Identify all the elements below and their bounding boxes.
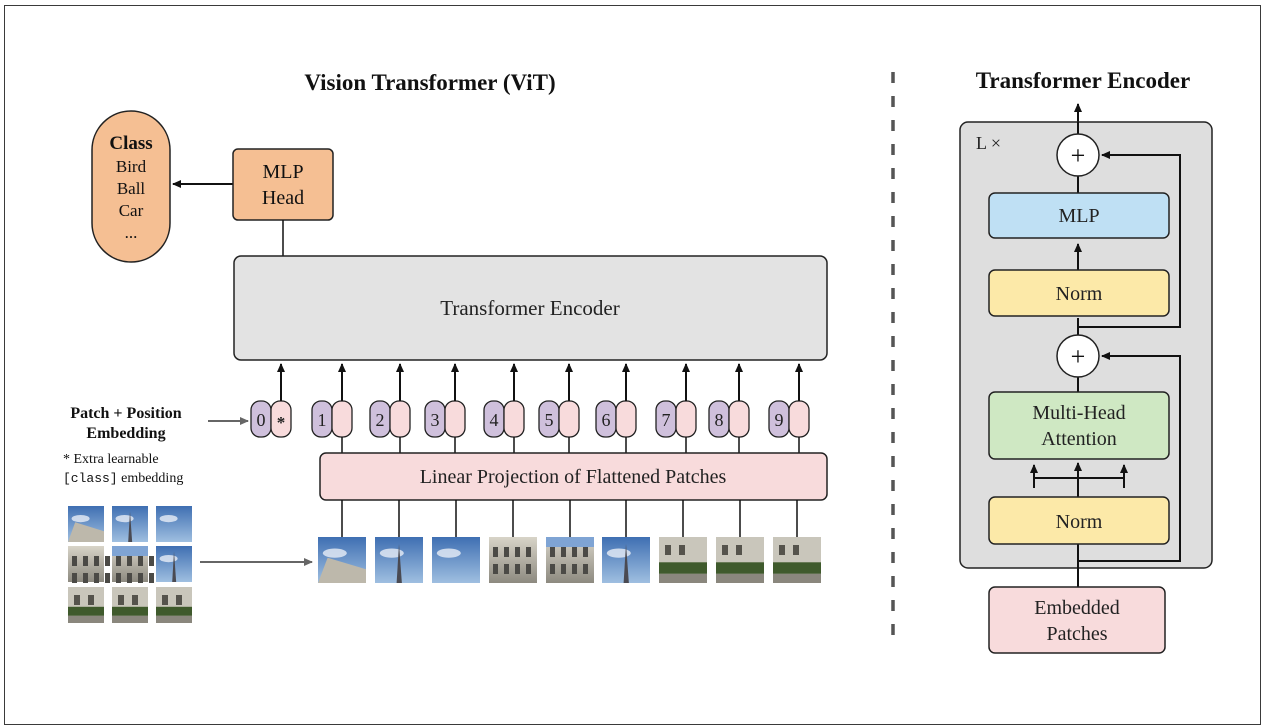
norm-block-top: Norm <box>988 269 1170 317</box>
flattened-patch-image <box>318 537 366 583</box>
token-index: 4 <box>490 410 499 430</box>
flattened-patch-row <box>318 500 821 583</box>
patch-embedding <box>444 400 466 438</box>
embedding-token: 7 <box>655 363 697 453</box>
class-item: Bird <box>116 157 147 176</box>
token-index: 7 <box>662 410 671 430</box>
norm-block-bottom: Norm <box>988 496 1170 545</box>
patch-embedding <box>728 400 750 438</box>
embedding-token: 3 <box>424 363 466 453</box>
embedding-token: 0* <box>250 363 292 438</box>
class-item: Car <box>119 201 144 220</box>
patch-embedding <box>331 400 353 438</box>
projection-label: Linear Projection of Flattened Patches <box>420 466 727 488</box>
token-index: 3 <box>431 410 440 430</box>
extra-note-rest: embedding <box>118 471 184 486</box>
residual-add-lower: + <box>1056 334 1100 378</box>
class-item: Ball <box>117 179 146 198</box>
source-image-tile <box>112 587 148 623</box>
residual-connection-lower <box>1078 352 1181 562</box>
embedded-patches-box: Embedded Patches <box>988 586 1166 654</box>
mlp-head-line1: MLP <box>262 161 303 183</box>
flattened-patch-image <box>602 537 650 583</box>
embedded-line2: Patches <box>1046 623 1107 645</box>
extra-note-line2: [class] embedding <box>63 471 183 486</box>
attention-block: Multi-Head Attention <box>988 391 1170 460</box>
embedding-token: 6 <box>595 363 637 453</box>
encoder-detail-title: Transformer Encoder <box>976 68 1190 93</box>
embedding-token: 5 <box>538 363 580 453</box>
token-index: 1 <box>318 410 327 430</box>
source-image-tile <box>68 546 110 583</box>
source-image-tile <box>112 506 148 542</box>
flattened-patch-image <box>659 537 707 583</box>
norm-bottom-label: Norm <box>1056 511 1103 533</box>
embedding-label-line2: Embedding <box>86 425 165 442</box>
transformer-encoder-box: Transformer Encoder <box>233 255 828 361</box>
class-code: [class] <box>63 471 118 486</box>
embedding-label-line1: Patch + Position <box>70 405 181 422</box>
patch-embedding <box>503 400 525 438</box>
flattened-patch-image <box>375 537 423 583</box>
class-output-box: Class Bird Ball Car ... <box>91 110 171 263</box>
plus-icon: + <box>1071 141 1086 170</box>
class-item: ... <box>125 223 138 242</box>
token-index: 2 <box>376 410 385 430</box>
token-index: 8 <box>715 410 724 430</box>
flattened-patch-image <box>546 537 594 583</box>
token-index: 6 <box>602 410 611 430</box>
source-image-tile <box>156 546 192 582</box>
patch-embedding <box>389 400 411 438</box>
class-token-marker: * <box>277 413 286 432</box>
linear-projection-box: Linear Projection of Flattened Patches <box>319 452 828 501</box>
source-image-tile <box>156 587 192 623</box>
extra-note-line1: * Extra learnable <box>63 452 159 467</box>
source-image-tile <box>112 546 154 583</box>
embedding-token: 9 <box>768 363 810 453</box>
patch-embedding <box>615 400 637 438</box>
norm-top-label: Norm <box>1056 283 1103 305</box>
flattened-patch-image <box>489 537 537 583</box>
encoder-label: Transformer Encoder <box>440 296 619 320</box>
patch-embedding <box>675 400 697 438</box>
vit-title: Vision Transformer (ViT) <box>304 70 555 95</box>
source-image-tile <box>68 506 104 542</box>
token-index: 0 <box>257 410 266 430</box>
residual-add-upper: + <box>1056 133 1100 177</box>
plus-icon: + <box>1071 342 1086 371</box>
source-image-tile <box>156 506 192 542</box>
source-image-tile <box>68 587 104 623</box>
source-image-grid <box>68 506 192 623</box>
embedded-line1: Embedded <box>1034 597 1120 619</box>
mlp-head-line2: Head <box>262 187 304 209</box>
mlp-label: MLP <box>1058 205 1099 227</box>
embedding-token: 4 <box>483 363 525 453</box>
token-index: 9 <box>775 410 784 430</box>
patch-embedding <box>788 400 810 438</box>
mlp-block: MLP <box>988 192 1170 239</box>
embedding-token: 2 <box>369 363 411 453</box>
patch-embedding <box>558 400 580 438</box>
token-index: 5 <box>545 410 554 430</box>
embedding-token: 1 <box>311 363 353 453</box>
mlp-head-box: MLP Head <box>232 148 334 221</box>
flattened-patch-image <box>773 537 821 583</box>
attention-line1: Multi-Head <box>1032 402 1125 424</box>
flattened-patch-image <box>716 537 764 583</box>
repeat-label: L × <box>976 133 1001 153</box>
class-heading: Class <box>109 133 152 154</box>
embedding-token: 8 <box>708 363 750 453</box>
flattened-patch-image <box>432 537 480 583</box>
attention-line2: Attention <box>1041 428 1117 450</box>
residual-connection-upper <box>1078 151 1181 328</box>
